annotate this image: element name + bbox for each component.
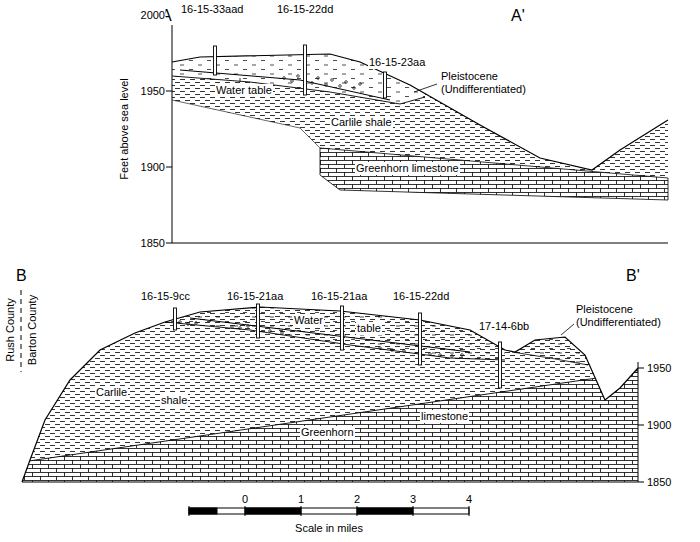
section-letter: B: [15, 266, 28, 285]
section-b: [20, 262, 644, 482]
contact-line: [512, 352, 588, 365]
well-id: 16-15-33aad: [180, 3, 244, 16]
gravel: [283, 75, 362, 90]
axis-value: 2000: [140, 9, 166, 22]
well-id: 16-15-22dd: [392, 290, 450, 303]
layer-label: shale: [160, 394, 188, 407]
section-letter: A': [510, 6, 526, 25]
water-table-line: [190, 318, 470, 352]
sky: [20, 262, 640, 482]
axis-value: 1850: [140, 237, 166, 250]
well-id: 17-14-6bb: [478, 320, 530, 333]
section-letter: B': [625, 266, 641, 285]
layer-label: Pleistocene (Undifferentiated): [575, 303, 677, 329]
axis: [166, 10, 668, 243]
contact-line: [165, 322, 505, 360]
well-id: 16-15-21aa: [226, 290, 284, 303]
well-id: 16-15-21aa: [310, 290, 368, 303]
axis: [22, 362, 644, 482]
sky: [170, 0, 670, 170]
well-id: 16-15-23aa: [368, 56, 426, 69]
layer-label: Greenhorn: [300, 426, 355, 439]
carlile-edge: [172, 100, 320, 148]
scale-value: 1: [297, 493, 305, 506]
greenhorn-limestone: [320, 148, 668, 200]
county-line: [21, 290, 22, 372]
county-name: Rush County: [4, 297, 17, 363]
layer-label: Pleistocene (Undifferentiated): [440, 70, 542, 96]
axis-value: 1900: [646, 419, 672, 432]
axis-title: Feet above sea level: [118, 77, 131, 181]
layer-label: Water table: [215, 84, 273, 97]
greenhorn-limestone: [22, 372, 638, 482]
scale-value: 4: [465, 493, 473, 506]
layer-label: Carlile shale: [330, 116, 393, 129]
scale-bar: [189, 506, 469, 516]
scale-value: 0: [241, 493, 249, 506]
axis-value: 1950: [140, 85, 166, 98]
leader-line: [240, 78, 241, 82]
scale-title: Scale in miles: [294, 522, 364, 535]
ground-surface: [22, 307, 638, 482]
wells: [174, 304, 502, 388]
water-table-line: [180, 70, 390, 100]
ground-surface: [172, 54, 668, 170]
axis-value: 1850: [646, 476, 672, 489]
well-id: 16-15-9cc: [140, 290, 191, 303]
layer-label: Greenhorn limestone: [355, 162, 460, 175]
axis-value: 1950: [646, 362, 672, 375]
section-a: [166, 0, 670, 243]
leader-line: [414, 84, 437, 92]
scale-value: 2: [353, 493, 361, 506]
leader-line: [561, 324, 574, 335]
scale-value: 3: [409, 493, 417, 506]
layer-label: Water: [293, 314, 324, 327]
layer-label: limestone: [420, 410, 469, 423]
county-name: Barton County: [26, 294, 39, 366]
layer-label: Carlile: [95, 386, 128, 399]
wells: [214, 45, 387, 98]
well-id: 16-15-22dd: [276, 3, 334, 16]
contact-line: [22, 372, 638, 462]
layer-label: table: [356, 322, 382, 335]
axis-value: 1900: [140, 161, 166, 174]
